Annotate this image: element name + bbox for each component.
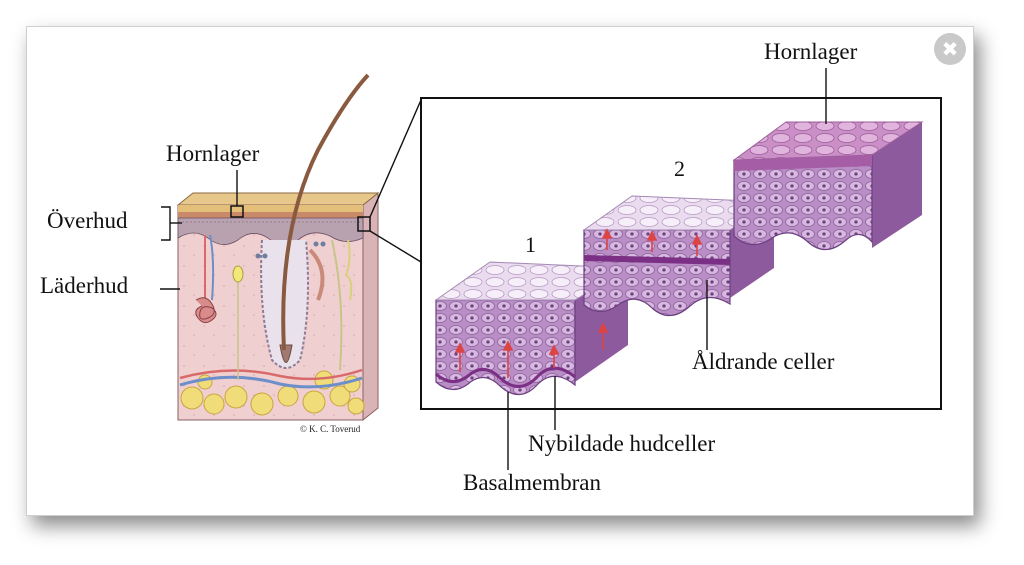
label-overhud: Överhud xyxy=(47,208,128,233)
skin-block-illustration xyxy=(176,73,380,422)
right-label-leaders xyxy=(507,68,827,470)
epidermis-block-stage-3 xyxy=(732,121,924,251)
label-nybildade-hudceller: Nybildade hudceller xyxy=(528,431,716,456)
label-stage-1: 1 xyxy=(525,232,536,257)
label-aldrande-celler: Åldrande celler xyxy=(692,349,835,374)
label-stage-2: 2 xyxy=(674,156,685,181)
label-basalmembran: Basalmembran xyxy=(463,470,601,495)
close-icon: ✖ xyxy=(941,37,959,61)
label-laderhud: Läderhud xyxy=(40,273,129,298)
left-label-leaders xyxy=(160,99,422,290)
label-hornlager-left: Hornlager xyxy=(166,141,260,166)
label-hornlager-right: Hornlager xyxy=(764,39,858,64)
close-button[interactable]: ✖ xyxy=(934,33,966,65)
copyright-text: © K. C. Toverud xyxy=(300,424,361,434)
